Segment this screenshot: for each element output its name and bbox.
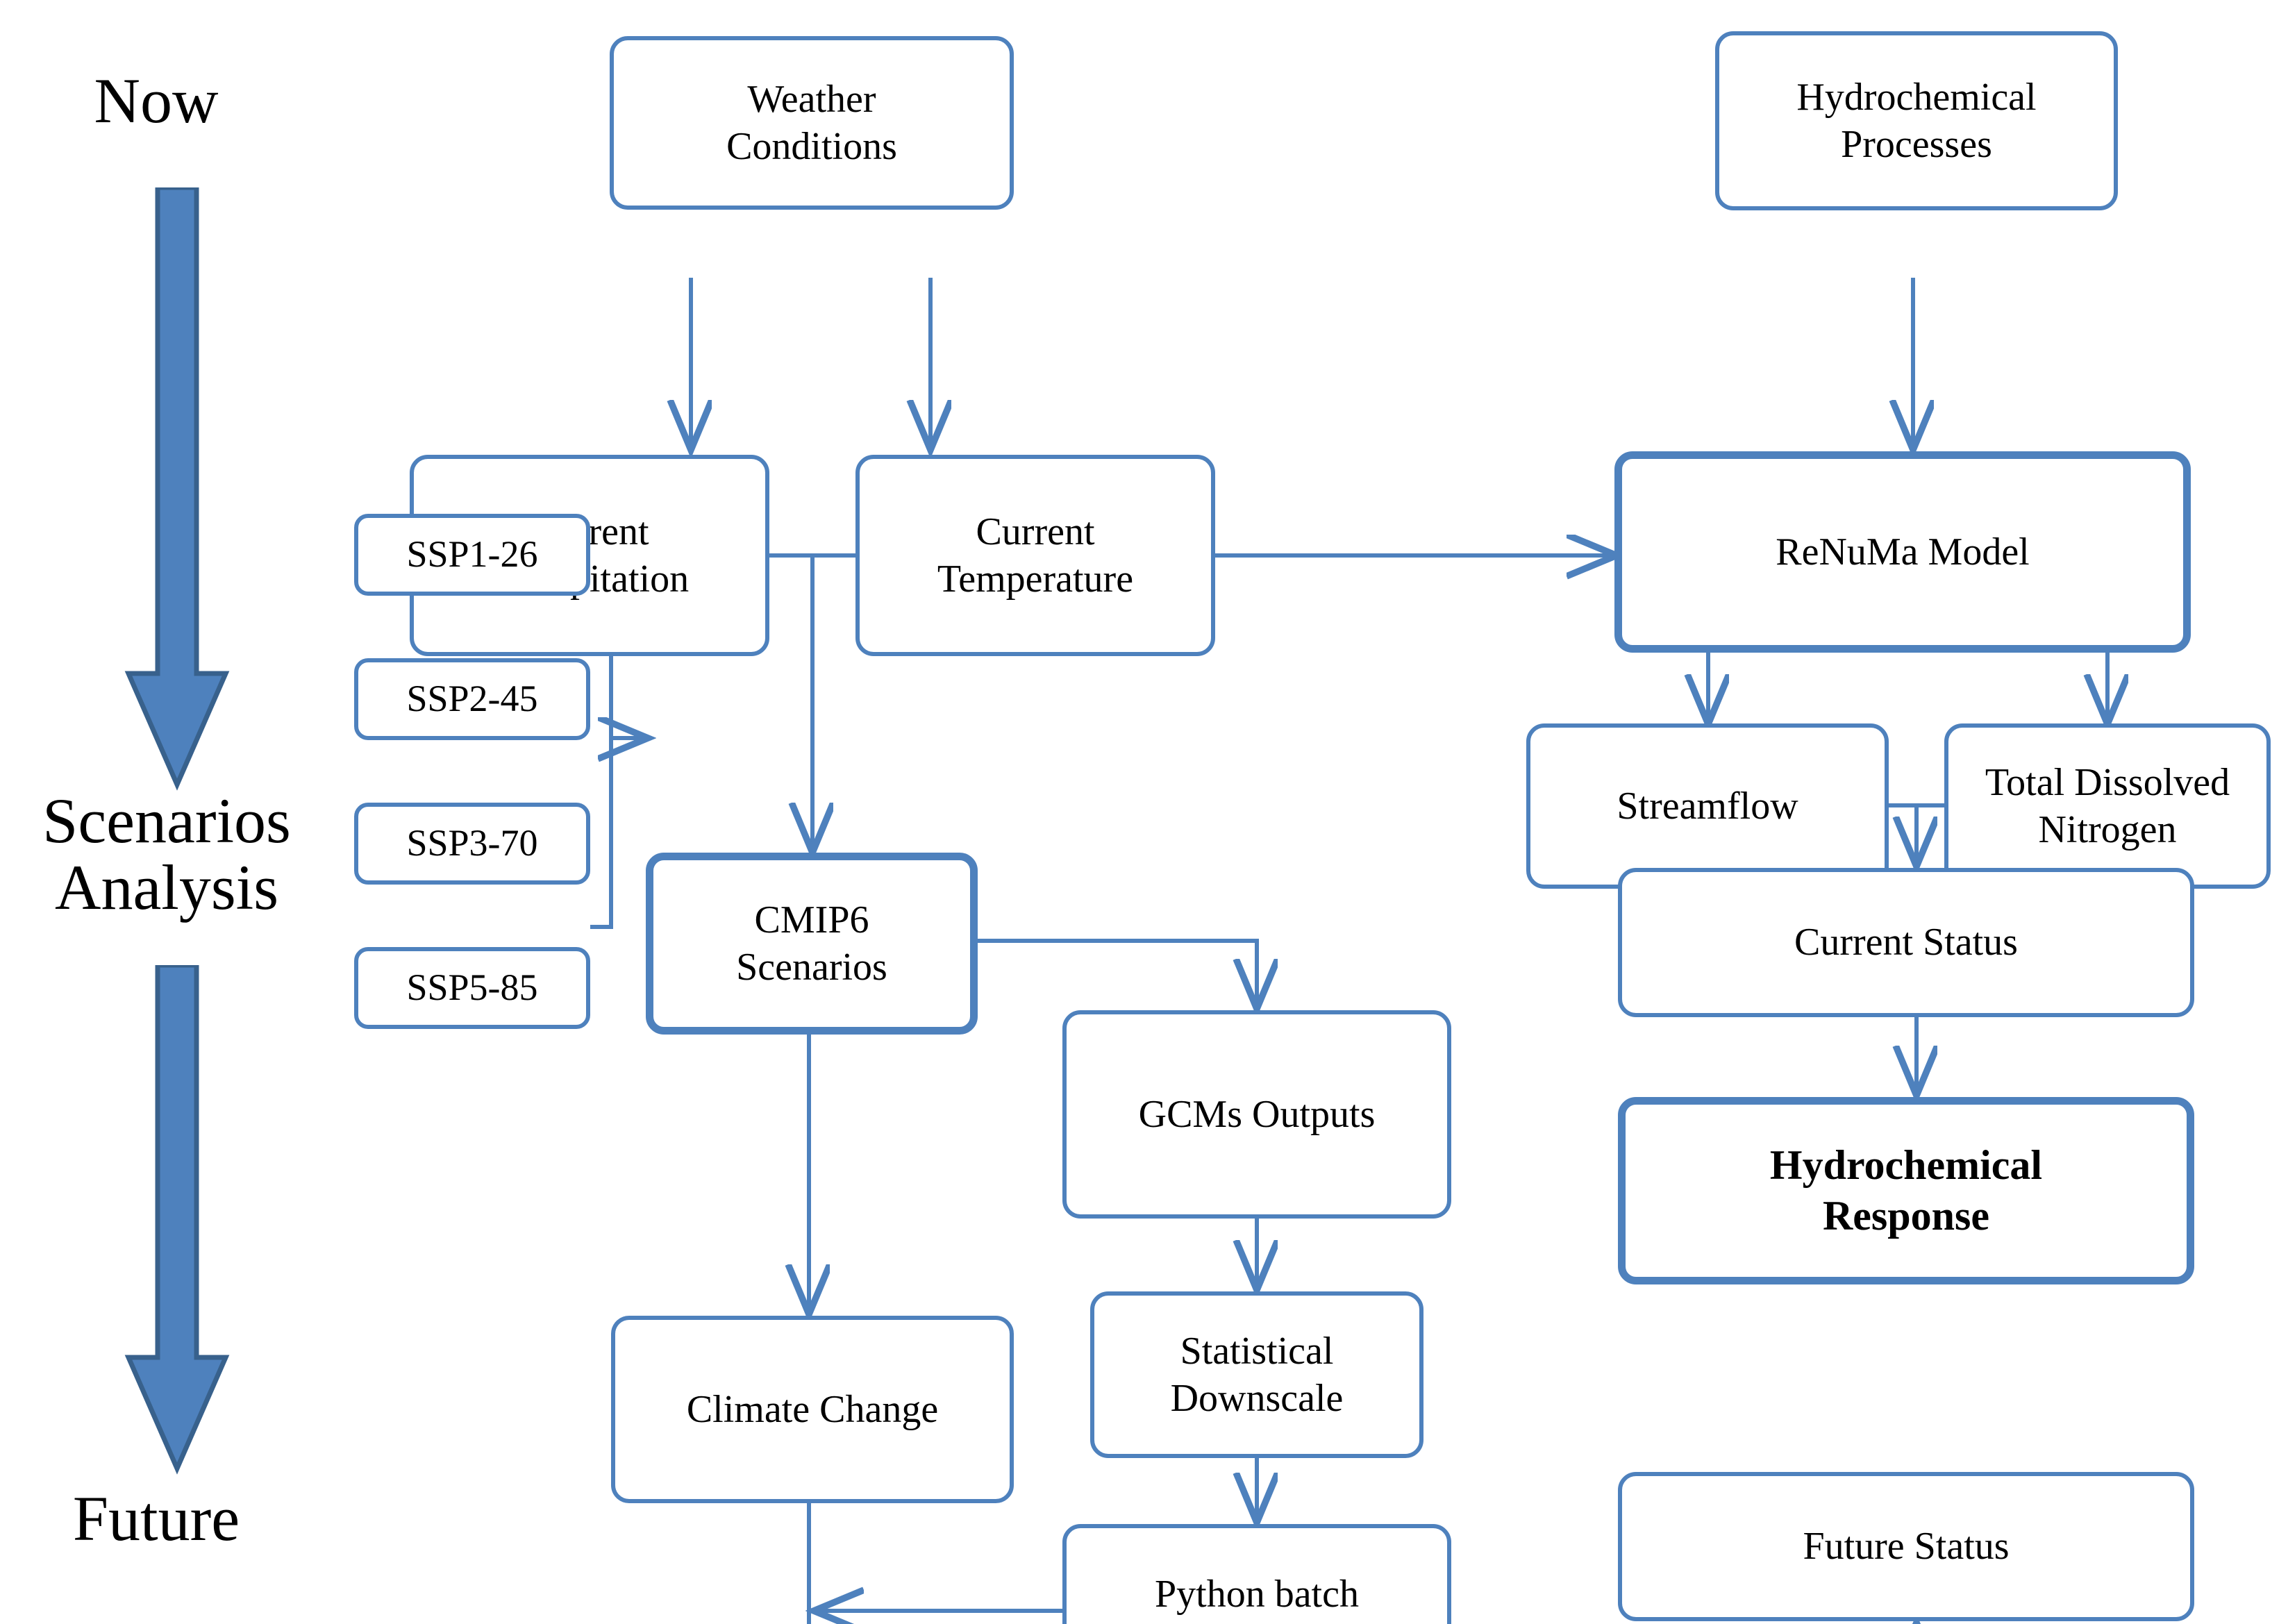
node-current-status[interactable]: Current Status — [1618, 868, 2194, 1017]
node-future-status[interactable]: Future Status — [1618, 1472, 2194, 1621]
node-streamflow-current-label: Streamflow — [1617, 784, 1798, 828]
node-current-temperature[interactable]: Current Temperature — [855, 455, 1215, 656]
node-gcms-outputs[interactable]: GCMs Outputs — [1062, 1010, 1451, 1219]
node-ssp2-45[interactable]: SSP2-45 — [354, 658, 590, 740]
node-weather-conditions-label: Weather Conditions — [726, 77, 897, 168]
node-statistical-downscale[interactable]: Statistical Downscale — [1090, 1291, 1423, 1458]
node-gcms-outputs-label: GCMs Outputs — [1138, 1092, 1376, 1136]
node-python-batch[interactable]: Python batch data extraction — [1062, 1524, 1451, 1624]
node-climate-change[interactable]: Climate Change — [611, 1316, 1014, 1503]
node-weather-conditions[interactable]: Weather Conditions — [610, 36, 1014, 210]
node-streamflow-current[interactable]: Streamflow — [1526, 723, 1889, 889]
node-ssp5-85-label: SSP5-85 — [406, 966, 538, 1009]
node-future-status-label: Future Status — [1803, 1525, 2010, 1568]
node-hydrochemical-processes[interactable]: Hydrochemical Processes — [1715, 31, 2118, 210]
node-climate-change-label: Climate Change — [686, 1387, 939, 1431]
node-hydrochemical-response[interactable]: Hydrochemical Response — [1618, 1097, 2194, 1284]
timeline-label-scenarios-analysis: Scenarios Analysis — [42, 785, 291, 923]
node-cmip6-scenarios-label: CMIP6 Scenarios — [736, 898, 887, 989]
node-python-batch-label: Python batch data extraction — [1142, 1572, 1371, 1624]
node-tdn-current-label: Total Dissolved Nitrogen — [1985, 760, 2230, 851]
timeline-arrow-upper — [124, 187, 230, 791]
node-renuma-model-label: ReNuMa Model — [1776, 530, 2030, 574]
node-current-temperature-label: Current Temperature — [937, 510, 1134, 601]
node-ssp1-26[interactable]: SSP1-26 — [354, 514, 590, 596]
timeline-label-future: Future — [72, 1483, 240, 1554]
node-current-status-label: Current Status — [1794, 921, 2018, 964]
node-hydrochemical-response-label: Hydrochemical Response — [1769, 1141, 2043, 1239]
node-ssp1-26-label: SSP1-26 — [406, 533, 538, 576]
node-hydrochemical-processes-label: Hydrochemical Processes — [1796, 75, 2037, 166]
node-ssp5-85[interactable]: SSP5-85 — [354, 947, 590, 1029]
node-tdn-current[interactable]: Total Dissolved Nitrogen — [1944, 723, 2271, 889]
node-cmip6-scenarios[interactable]: CMIP6 Scenarios — [646, 853, 978, 1035]
timeline-label-now: Now — [94, 65, 219, 136]
node-ssp3-70-label: SSP3-70 — [406, 822, 538, 864]
node-statistical-downscale-label: Statistical Downscale — [1170, 1329, 1344, 1420]
timeline-arrow-lower — [124, 965, 230, 1475]
node-ssp3-70[interactable]: SSP3-70 — [354, 803, 590, 885]
node-renuma-model[interactable]: ReNuMa Model — [1614, 451, 2191, 653]
node-ssp2-45-label: SSP2-45 — [406, 678, 538, 720]
